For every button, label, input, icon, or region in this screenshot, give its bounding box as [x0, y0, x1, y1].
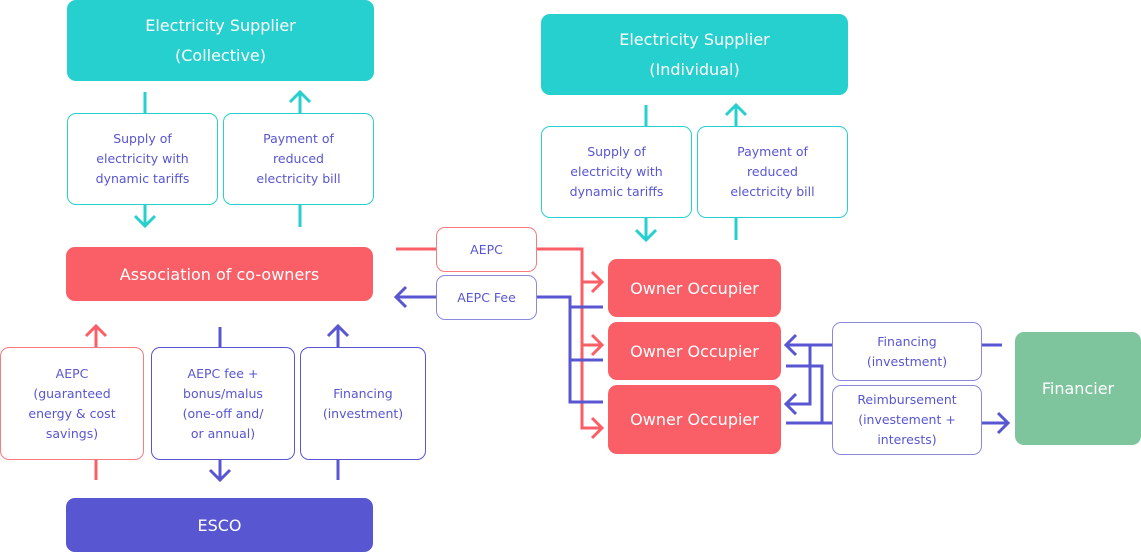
individual-payment-flow-label: Payment of reduced electricity bill	[697, 126, 848, 218]
aepc-arrowhead-2	[590, 333, 605, 357]
collective-payment-text: Payment of reduced electricity bill	[256, 131, 341, 186]
financier-financing-text: Financing (investment)	[866, 333, 948, 369]
esco-connectors	[84, 323, 350, 483]
financier-label: Financier	[1041, 379, 1115, 398]
financier-node[interactable]: Financier	[1015, 332, 1141, 445]
financing-arrowhead-1	[783, 333, 798, 357]
aepc-arrowhead-3	[590, 416, 605, 440]
supplier-collective-node[interactable]: Electricity Supplier (Collective)	[67, 0, 374, 81]
supplier-individual-node[interactable]: Electricity Supplier (Individual)	[541, 14, 848, 95]
owner-occupier-label-1: Owner Occupier	[630, 278, 759, 298]
individual-supply-text: Supply of electricity with dynamic tarif…	[569, 144, 664, 199]
aepc-line-right	[537, 247, 602, 430]
esco-fee-arrowhead	[208, 468, 232, 483]
esco-aepc-flow-label: AEPC (guaranteed energy & cost savings)	[0, 347, 144, 460]
reimbursement-line-left	[786, 364, 824, 425]
individual-supply-arrowhead	[634, 228, 658, 243]
aepc-arrowhead-1	[590, 270, 605, 294]
financier-reimbursement-flow-label: Reimbursement (investement + interests)	[832, 385, 982, 455]
owner-occupier-label-3: Owner Occupier	[630, 410, 759, 429]
owner-occupier-node-3[interactable]: Owner Occupier	[608, 385, 781, 454]
esco-fee-text: AEPC fee + bonus/malus (one-off and/ or …	[182, 365, 264, 441]
collective-payment-arrowhead	[288, 89, 312, 104]
financier-connectors	[783, 333, 1011, 435]
individual-payment-text: Payment of reduced electricity bill	[730, 144, 815, 199]
collective-supply-text: Supply of electricity with dynamic tarif…	[95, 131, 190, 186]
collective-supply-flow-label: Supply of electricity with dynamic tarif…	[67, 113, 218, 205]
association-label: Association of co-owners	[119, 264, 320, 284]
esco-aepc-text: AEPC (guaranteed energy & cost savings)	[28, 365, 116, 441]
aepc-flow-label: AEPC	[436, 227, 537, 272]
aepc-fee-connectors	[393, 285, 603, 404]
aepc-fee-line-right	[537, 295, 603, 404]
aepc-connectors	[396, 247, 605, 440]
financing-line-left	[786, 343, 832, 406]
association-node[interactable]: Association of co-owners	[66, 247, 373, 301]
financier-financing-flow-label: Financing (investment)	[832, 322, 982, 381]
esco-node[interactable]: ESCO	[66, 498, 373, 552]
individual-supply-flow-label: Supply of electricity with dynamic tarif…	[541, 126, 692, 218]
supplier-individual-label: Electricity Supplier (Individual)	[619, 29, 770, 79]
individual-supplier-connectors	[634, 102, 748, 243]
esco-financing-arrowhead	[326, 323, 350, 338]
reimbursement-arrowhead	[996, 411, 1011, 435]
collective-supplier-connectors	[133, 89, 312, 229]
collective-payment-flow-label: Payment of reduced electricity bill	[223, 113, 374, 205]
aepc-fee-text: AEPC Fee	[457, 289, 516, 305]
owner-occupier-node-2[interactable]: Owner Occupier	[608, 322, 781, 380]
aepc-fee-arrowhead	[393, 285, 408, 309]
collective-supply-arrowhead	[133, 214, 157, 229]
financier-reimbursement-text: Reimbursement (investement + interests)	[857, 392, 957, 447]
supplier-collective-label: Electricity Supplier (Collective)	[145, 15, 296, 65]
esco-financing-text: Financing (investment)	[322, 385, 404, 421]
aepc-text: AEPC	[470, 241, 503, 257]
owner-occupier-node-1[interactable]: Owner Occupier	[608, 259, 781, 317]
esco-aepc-arrowhead	[84, 323, 108, 338]
esco-fee-flow-label: AEPC fee + bonus/malus (one-off and/ or …	[151, 347, 295, 460]
esco-financing-flow-label: Financing (investment)	[300, 347, 426, 460]
financing-arrowhead-2	[783, 392, 798, 416]
owner-occupier-label-2: Owner Occupier	[630, 341, 759, 361]
aepc-fee-flow-label: AEPC Fee	[436, 275, 537, 320]
individual-payment-arrowhead	[724, 102, 748, 117]
esco-label: ESCO	[197, 515, 242, 535]
